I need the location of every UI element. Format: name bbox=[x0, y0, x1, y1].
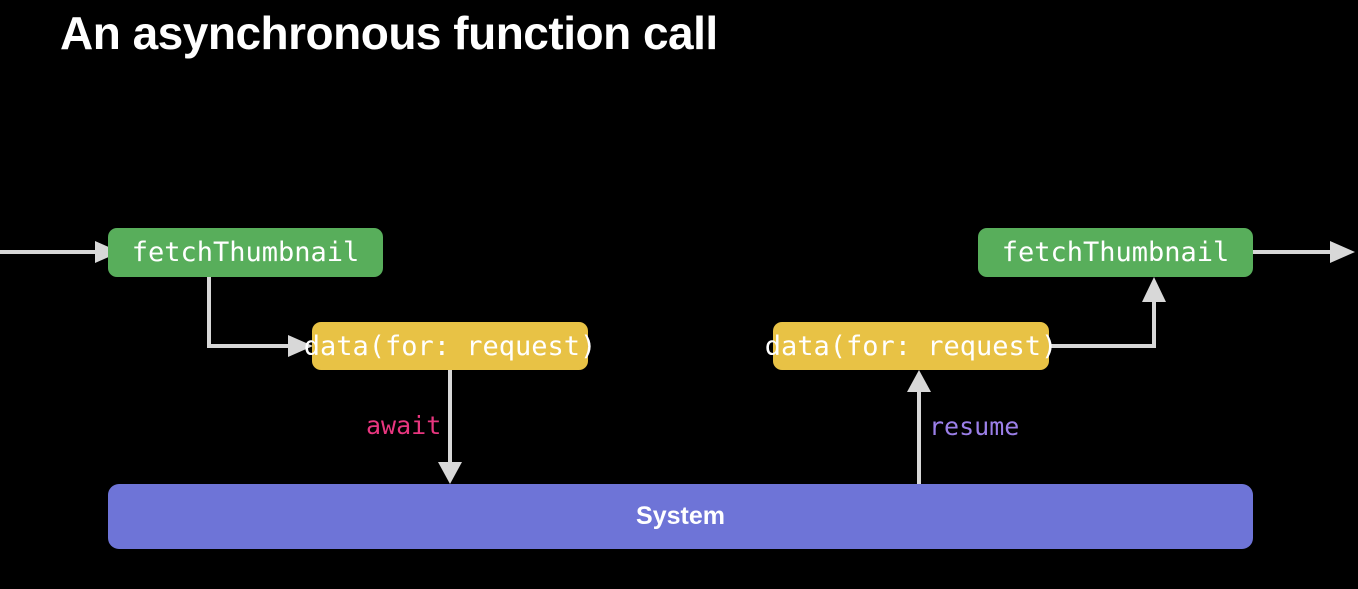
node-fetch-thumbnail-right[interactable]: fetchThumbnail bbox=[978, 228, 1253, 277]
page-title: An asynchronous function call bbox=[60, 7, 718, 59]
arrow-resume-up-to-data-right bbox=[907, 370, 931, 484]
node-label: System bbox=[636, 502, 725, 530]
node-label: data(for: request) bbox=[303, 330, 597, 362]
arrow-fetch-left-to-data-left bbox=[207, 277, 313, 357]
arrow-exit-right bbox=[1253, 241, 1355, 263]
arrow-entry-left bbox=[0, 241, 120, 263]
node-label: fetchThumbnail bbox=[131, 237, 360, 268]
node-data-for-request-right[interactable]: data(for: request) bbox=[765, 322, 1057, 370]
node-label: fetchThumbnail bbox=[1001, 237, 1230, 268]
node-data-for-request-left[interactable]: data(for: request) bbox=[304, 322, 596, 370]
arrow-data-right-to-fetch-right bbox=[1049, 277, 1166, 348]
arrow-await-down-to-system bbox=[438, 370, 462, 484]
node-system[interactable]: System bbox=[108, 484, 1253, 549]
node-label: data(for: request) bbox=[764, 330, 1058, 362]
edge-label-await: await bbox=[366, 411, 442, 440]
edge-label-resume: resume bbox=[929, 412, 1020, 441]
node-fetch-thumbnail-left[interactable]: fetchThumbnail bbox=[108, 228, 383, 277]
